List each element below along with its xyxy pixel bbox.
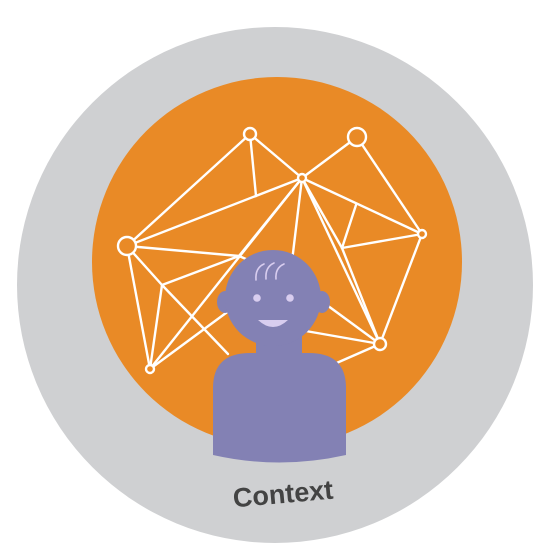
network-node	[144, 363, 156, 375]
network-node	[346, 126, 368, 148]
network-graph-icon	[116, 126, 428, 375]
network-edges	[125, 132, 424, 371]
network-node	[242, 126, 258, 142]
person-mouth	[258, 320, 288, 327]
person-hair	[255, 262, 285, 281]
person-body	[213, 353, 346, 463]
network-nodes	[116, 126, 428, 375]
network-node	[416, 228, 428, 240]
person-eye-left	[253, 294, 261, 302]
person-eye-right	[286, 294, 294, 302]
person-icon	[213, 250, 346, 463]
network-node	[296, 172, 308, 184]
network-node	[372, 336, 388, 352]
network-node	[116, 235, 138, 257]
person-head	[225, 250, 321, 346]
